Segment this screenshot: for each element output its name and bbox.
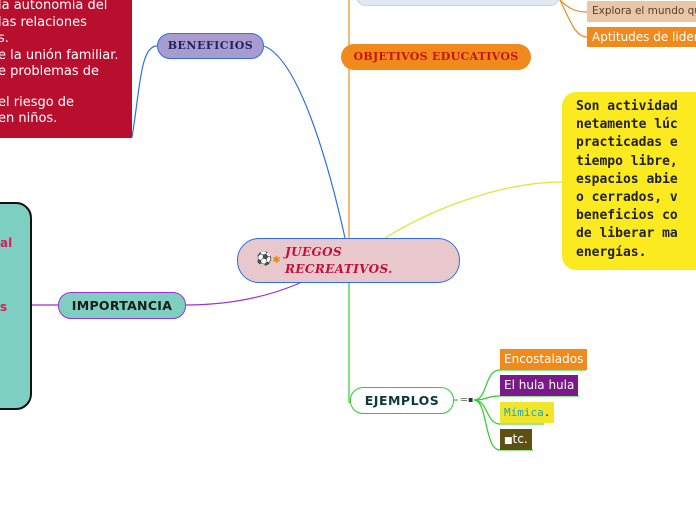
list-icon[interactable]: ≔▪: [460, 395, 474, 404]
bullet-icon: ■: [504, 436, 513, 446]
ejemplo-item[interactable]: ■tc.: [500, 429, 532, 450]
beneficios-line: s.: [0, 31, 9, 46]
beneficios-line: e la unión familiar.: [0, 47, 119, 63]
objetivo-item[interactable]: Explora el mundo qu: [587, 1, 696, 22]
ejemplo-item-punct: .: [543, 406, 551, 419]
importancia-partial-text: al: [0, 236, 13, 250]
importancia-detail-box[interactable]: al s: [0, 202, 32, 410]
beneficios-line: la autonomía del: [0, 0, 108, 13]
beneficios-line: en niños.: [0, 111, 58, 126]
ejemplo-item[interactable]: El hula hula: [500, 375, 579, 396]
beneficios-line: [0, 81, 132, 95]
ejemplo-item-label: Mímica: [504, 406, 544, 419]
beneficios-topic[interactable]: BENEFICIOS: [157, 33, 264, 59]
beneficios-detail-box[interactable]: la autonomía del las relaciones s. e la …: [0, 0, 132, 138]
ball-and-jacks-icon: ⚽✱: [256, 252, 281, 267]
beneficios-line: el riesgo de: [0, 94, 75, 110]
objetivos-educativos-topic[interactable]: OBJETIVOS EDUCATIVOS: [341, 44, 531, 70]
ejemplo-item[interactable]: Mímica.: [500, 402, 555, 423]
beneficios-line: e problemas de: [0, 64, 100, 79]
description-topic[interactable]: Son actividad netamente lúc practicadas …: [562, 92, 696, 270]
ejemplo-item[interactable]: Encostalados: [500, 349, 588, 370]
central-topic-label: JUEGOS RECREATIVOS.: [285, 245, 393, 276]
top-topic-partial[interactable]: [356, 0, 560, 6]
importancia-topic[interactable]: IMPORTANCIA: [58, 292, 186, 319]
beneficios-line: las relaciones: [0, 14, 87, 30]
objetivo-item[interactable]: Aptitudes de lider: [587, 27, 696, 47]
importancia-partial-text: s: [0, 300, 8, 314]
ejemplo-item-label: tc.: [512, 432, 528, 446]
central-topic[interactable]: ⚽✱ JUEGOS RECREATIVOS.: [237, 238, 460, 283]
ejemplos-topic[interactable]: EJEMPLOS: [350, 387, 454, 414]
